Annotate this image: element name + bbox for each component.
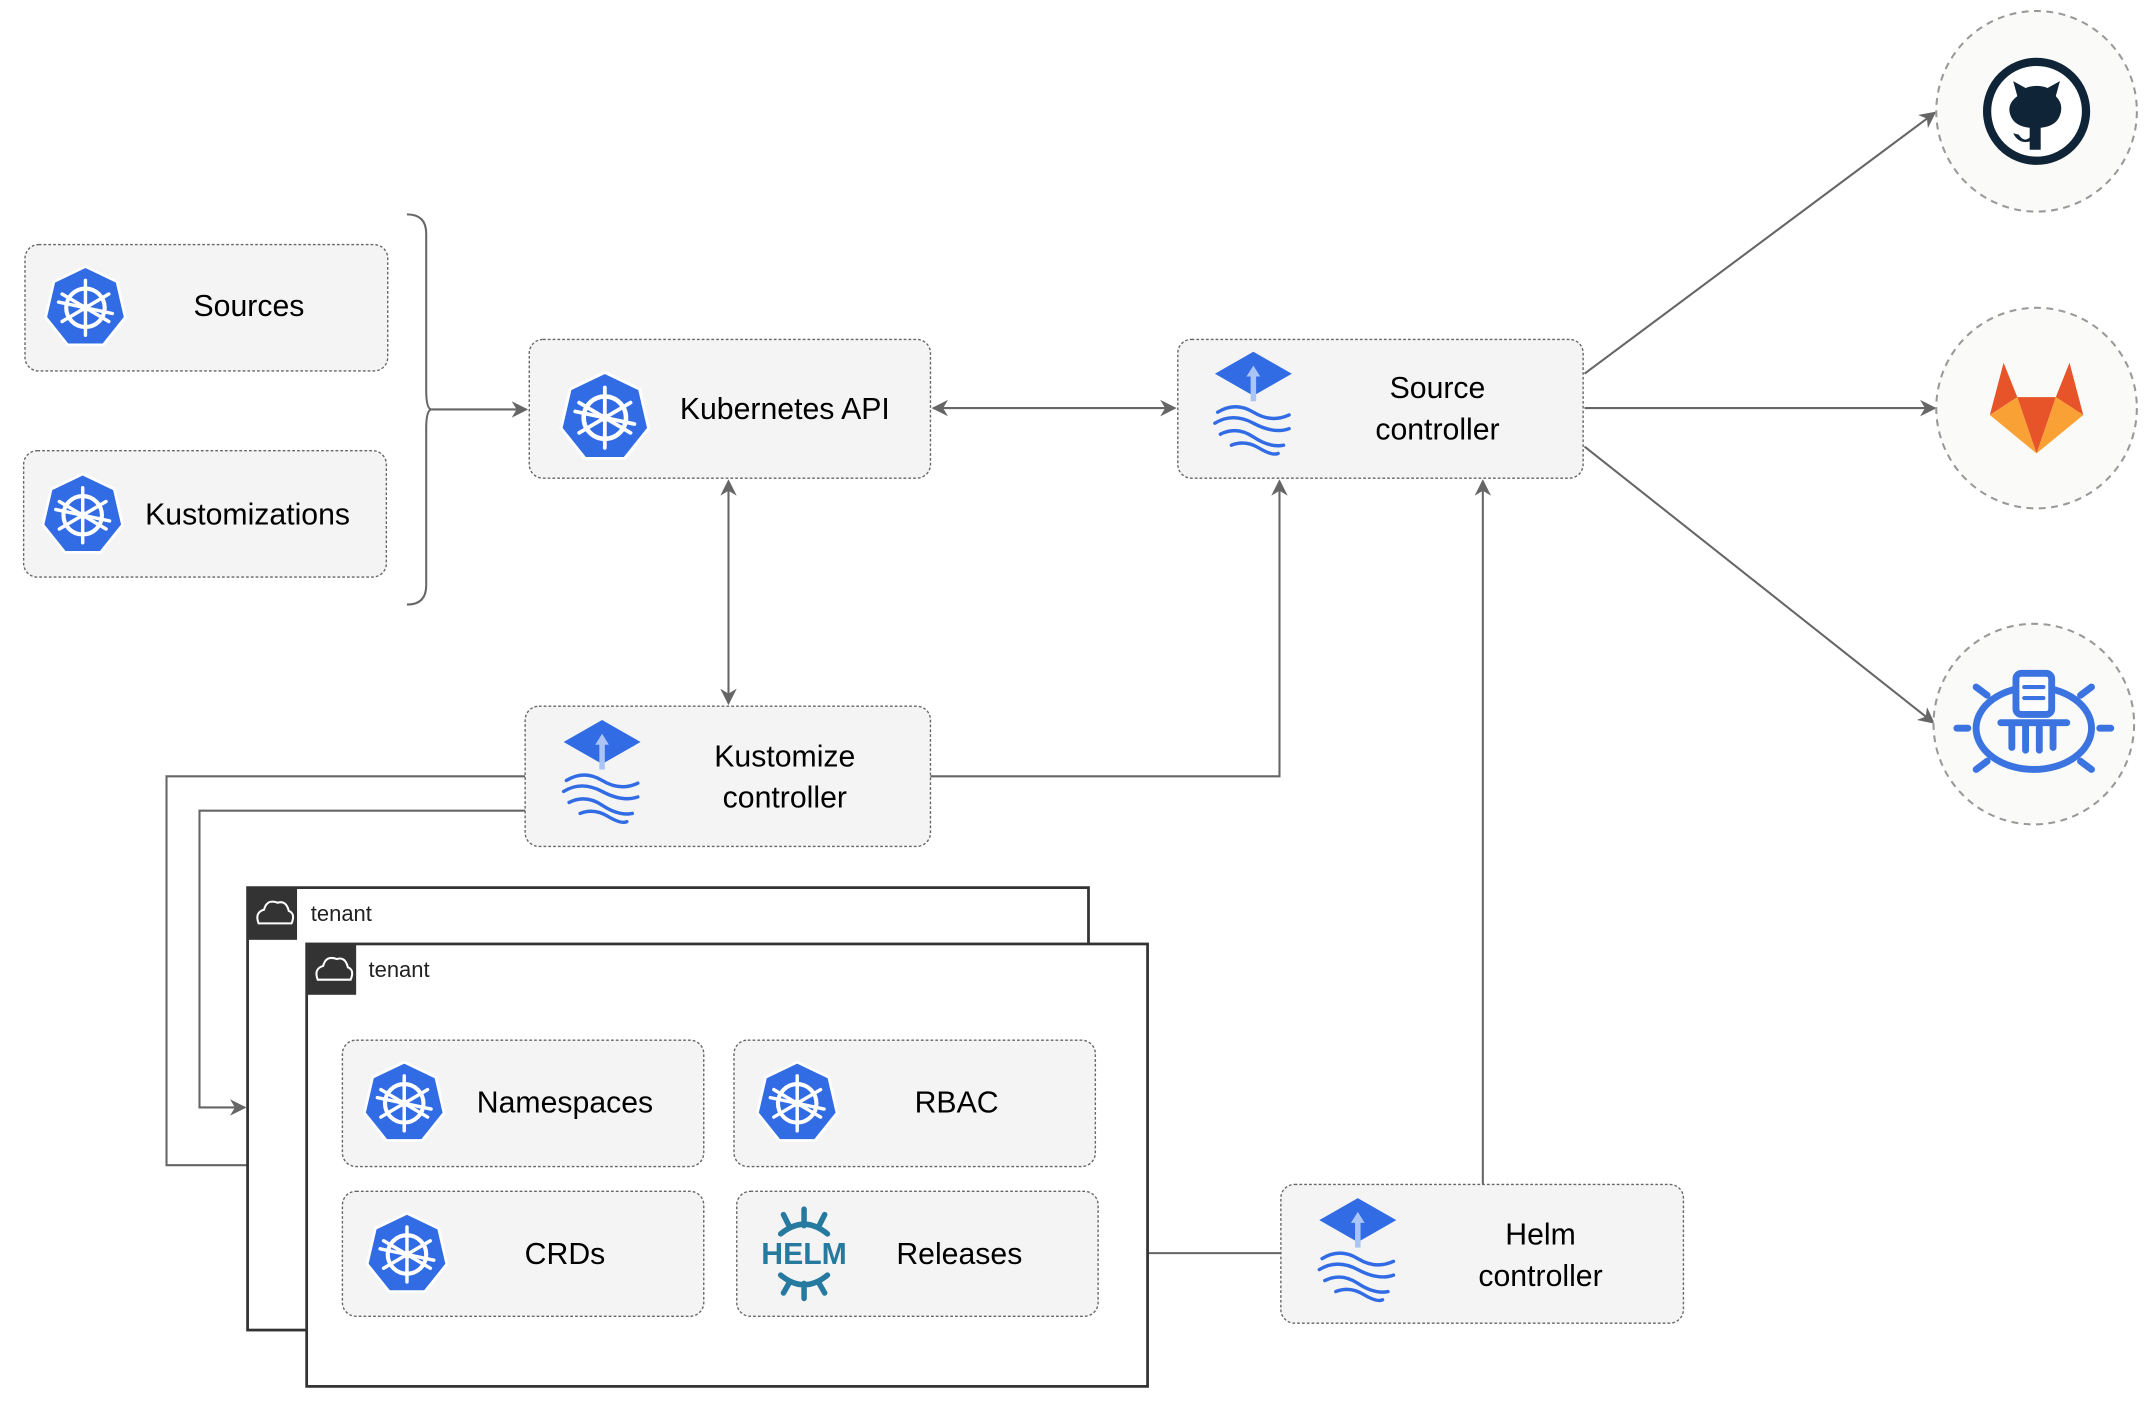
cloud-icon: [256, 900, 295, 925]
releases-label: Releases: [896, 1238, 1022, 1271]
github-icon: [1982, 57, 2091, 165]
tenant-label: tenant: [369, 957, 430, 982]
rbac-label: RBAC: [915, 1087, 999, 1120]
edge-source-to-bucket: [1583, 445, 1935, 724]
kustomizations-node[interactable]: Kustomizations: [22, 449, 388, 578]
crds-label: CRDs: [525, 1238, 606, 1271]
edge-kustomize-to-tenant-back: [198, 809, 526, 1116]
tenant-label: tenant: [311, 901, 372, 926]
gitlab-icon: [1989, 362, 2084, 454]
edge-kustomize-to-tenant-front: [165, 775, 526, 1174]
kubernetes-api-label: Kubernetes API: [680, 393, 890, 426]
bucket-node[interactable]: [1932, 622, 2136, 826]
helm-controller-label-1: Helm: [1505, 1219, 1576, 1252]
gitlab-node[interactable]: [1935, 306, 2138, 510]
helm-controller-node[interactable]: Helm controller: [1280, 1183, 1685, 1324]
rbac-node[interactable]: RBAC: [733, 1039, 1097, 1168]
kustomizations-label: Kustomizations: [145, 499, 350, 532]
edge-source-to-github: [1583, 111, 1937, 375]
helm-icon: HELM: [761, 1206, 847, 1302]
releases-node[interactable]: HELM Releases: [736, 1190, 1099, 1318]
brace: [406, 213, 432, 606]
helm-logo-text: HELM: [761, 1238, 847, 1271]
helm-controller-label-2: controller: [1478, 1260, 1602, 1293]
sources-label: Sources: [194, 290, 305, 323]
tenant-front[interactable]: tenant Namespaces RBAC CRDs HELM Release…: [305, 942, 1149, 1388]
edges: [165, 111, 1937, 1262]
namespaces-node[interactable]: Namespaces: [341, 1039, 705, 1168]
cloud-icon: [315, 956, 354, 981]
kubernetes-api-node[interactable]: Kubernetes API: [528, 338, 932, 479]
source-controller-node[interactable]: Source controller: [1177, 338, 1584, 479]
crds-node[interactable]: CRDs: [341, 1190, 705, 1318]
kustomize-controller-label-1: Kustomize: [714, 740, 855, 773]
edge-kustomize-to-source: [930, 479, 1288, 778]
sources-node[interactable]: Sources: [24, 243, 389, 372]
bucket-icon: [1953, 669, 2115, 773]
namespaces-label: Namespaces: [477, 1087, 653, 1120]
source-controller-label-2: controller: [1375, 413, 1499, 446]
kustomize-controller-label-2: controller: [723, 782, 847, 815]
source-controller-label-1: Source: [1390, 372, 1486, 405]
github-node[interactable]: [1935, 9, 2138, 213]
kustomize-controller-node[interactable]: Kustomize controller: [524, 705, 932, 848]
